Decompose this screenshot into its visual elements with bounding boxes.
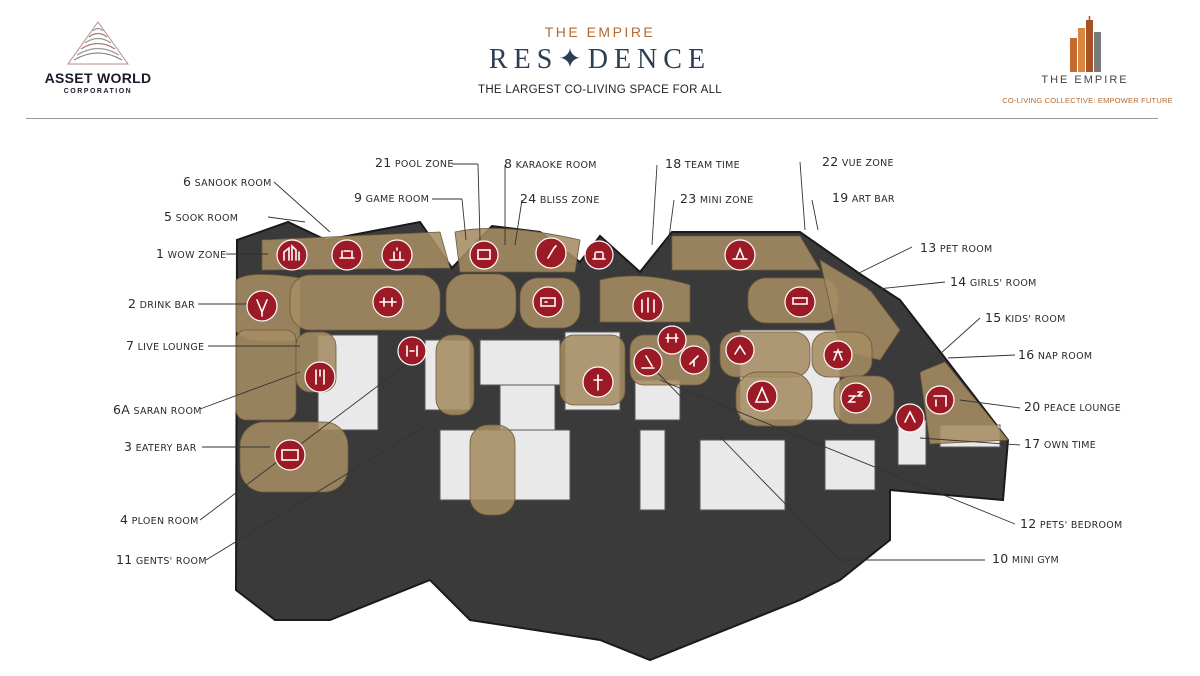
the-empire-name: THE EMPIRE xyxy=(1041,74,1129,86)
label-karaoke-room: 8 KARAOKE ROOM xyxy=(504,156,597,171)
asset-world-emblem-icon xyxy=(67,21,129,65)
label-sanook-room: 6 SANOOK ROOM xyxy=(183,174,272,189)
people-table-icon[interactable] xyxy=(381,239,413,271)
the-empire-tagline: CO-LIVING COLLECTIVE: EMPOWER FUTURE xyxy=(1002,96,1173,105)
kids-icon[interactable] xyxy=(823,340,853,370)
header-divider xyxy=(26,118,1158,119)
label-own-time: 17 OWN TIME xyxy=(1024,436,1097,451)
cutlery-icon[interactable] xyxy=(304,361,336,393)
pool-table-icon[interactable] xyxy=(784,286,816,318)
label-peace-lounge: 20 PEACE LOUNGE xyxy=(1024,399,1122,414)
label-kids-room: 15 KIDS' ROOM xyxy=(985,310,1066,325)
sleep-icon[interactable] xyxy=(840,382,872,414)
label-pool-zone: 21 POOL ZONE xyxy=(375,155,454,170)
gamepad-icon[interactable] xyxy=(532,286,564,318)
art-icon[interactable] xyxy=(724,239,756,271)
label-pets-bedroom: 12 PETS' BEDROOM xyxy=(1020,516,1123,531)
peace-chair-icon[interactable] xyxy=(925,385,955,415)
asset-world-sub: CORPORATION xyxy=(63,88,133,95)
leader-lines xyxy=(198,161,1021,561)
page-subtitle: THE LARGEST CO-LIVING SPACE FOR ALL xyxy=(478,84,722,96)
label-mini-zone: 23 MINI ZONE xyxy=(680,191,754,206)
label-eatery-bar: 3 EATERY BAR xyxy=(124,439,197,454)
game-table-icon[interactable] xyxy=(584,240,614,270)
tower-icon xyxy=(1070,16,1101,72)
weights-icon[interactable] xyxy=(657,325,687,355)
treadmill-icon[interactable] xyxy=(633,347,663,377)
asset-world-name: ASSET WORLD xyxy=(44,70,152,86)
label-wow-zone: 1 WOW ZONE xyxy=(156,246,227,261)
label-sook-room: 5 SOOK ROOM xyxy=(164,209,239,224)
label-drink-bar: 2 DRINK BAR xyxy=(128,296,195,311)
title-top: THE EMPIRE xyxy=(544,24,656,40)
label-girls-room: 14 GIRLS' ROOM xyxy=(950,274,1037,289)
tv-screen-icon[interactable] xyxy=(469,240,499,270)
label-ploen-room: 4 PLOEN ROOM xyxy=(120,512,199,527)
label-gents-room: 11 GENTS' ROOM xyxy=(116,552,207,567)
label-nap-room: 16 NAP ROOM xyxy=(1018,347,1093,362)
label-vue-zone: 22 VUE ZONE xyxy=(822,154,894,169)
title-block: THE EMPIRE RES✦DENCE THE LARGEST CO-LIVI… xyxy=(450,24,750,96)
page-title: RES✦DENCE xyxy=(488,44,712,75)
label-art-bar: 19 ART BAR xyxy=(832,190,895,205)
label-bliss-zone: 24 BLISS ZONE xyxy=(520,191,600,206)
screen-icon[interactable] xyxy=(274,439,306,471)
label-pet-room: 13 PET ROOM xyxy=(920,240,993,255)
sofa-dining-icon[interactable] xyxy=(331,239,363,271)
pet-icon[interactable] xyxy=(725,335,755,365)
label-live-lounge: 7 LIVE LOUNGE xyxy=(126,338,205,353)
asset-world-logo: ASSET WORLD CORPORATION xyxy=(28,18,168,100)
drinks-icon[interactable] xyxy=(246,290,278,322)
the-empire-logo: THE EMPIRE CO-LIVING COLLECTIVE: EMPOWER… xyxy=(1000,14,1175,109)
dress-icon[interactable] xyxy=(746,380,778,412)
label-saran-room: 6A SARAN ROOM xyxy=(113,402,202,417)
stretch-icon[interactable] xyxy=(895,403,925,433)
label-team-time: 18 TEAM TIME xyxy=(665,156,740,171)
label-mini-gym: 10 MINI GYM xyxy=(992,551,1060,566)
label-game-room: 9 GAME ROOM xyxy=(354,190,430,205)
